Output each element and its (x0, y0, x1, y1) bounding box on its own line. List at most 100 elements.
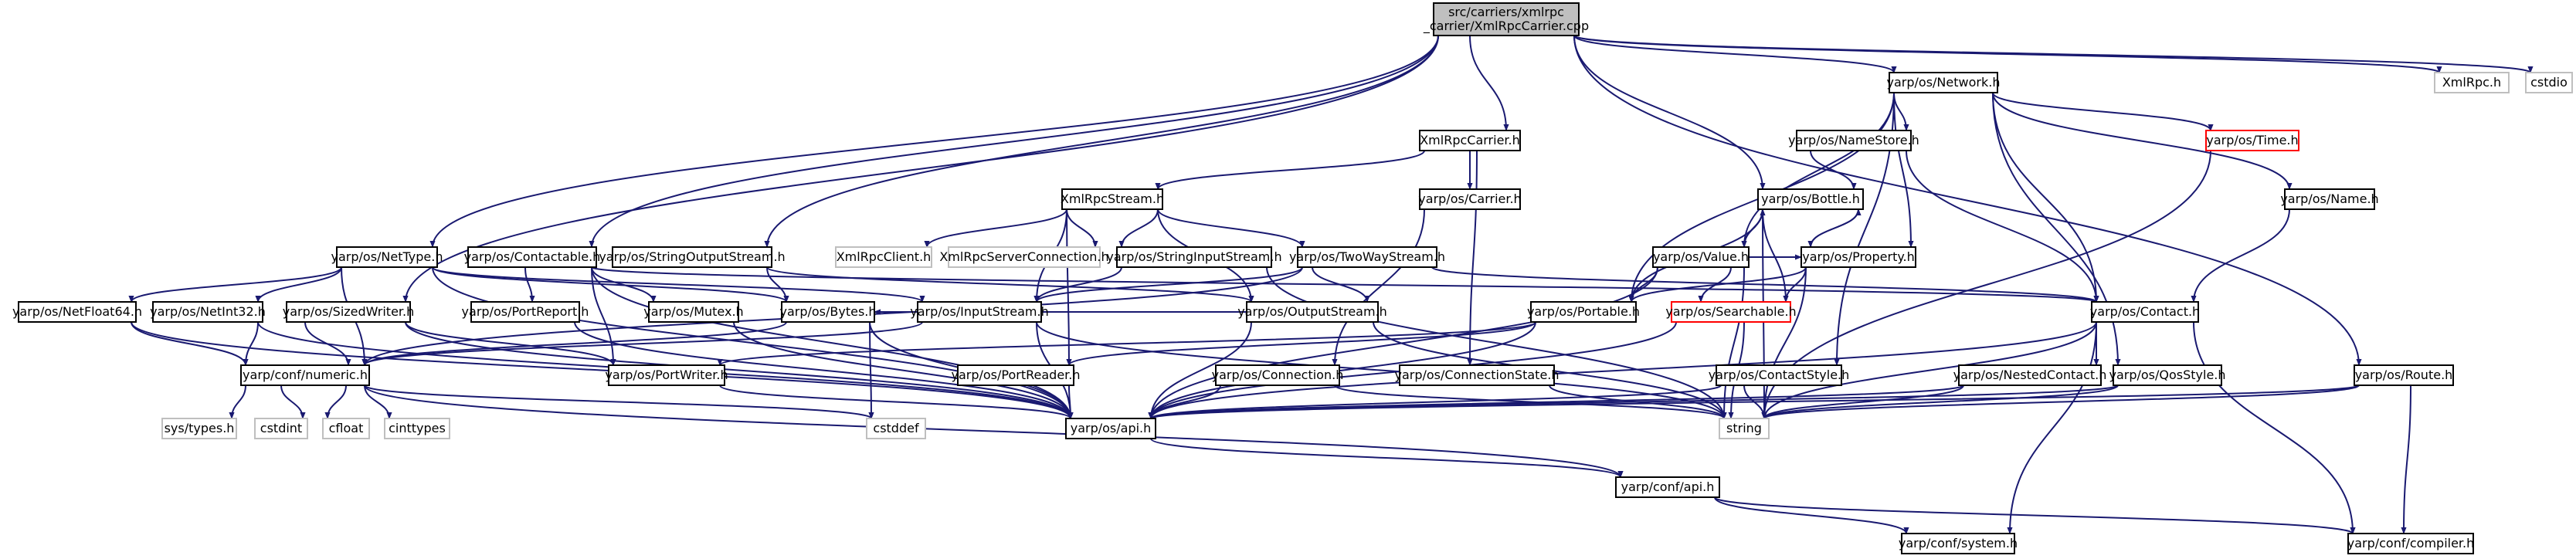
node-netint32[interactable]: yarp/os/NetInt32.h (150, 301, 266, 323)
node-cstdint: cstdint (254, 418, 308, 439)
node-portable[interactable]: yarp/os/Portable.h (1527, 301, 1640, 323)
node-box (286, 301, 411, 323)
edge-namestore-to-contact (1906, 150, 2099, 303)
node-compiler[interactable]: yarp/conf/compiler.h (2347, 533, 2475, 554)
node-time[interactable]: yarp/os/Time.h (2205, 130, 2299, 151)
node-carrier[interactable]: yarp/os/Carrier.h (1418, 188, 1522, 210)
edge-numeric-to-cinttypes (364, 385, 392, 419)
node-box (2091, 301, 2199, 323)
node-namestore[interactable]: yarp/os/NameStore.h (1788, 130, 1919, 151)
edge-root-to-xmlrpc_h (1573, 35, 2442, 73)
edge-route-to-compiler (2401, 385, 2411, 534)
node-label: yarp/os/Route.h (2355, 368, 2453, 382)
node-label: cfloat (329, 421, 364, 435)
node-root: src/carriers/xmlrpc_carrier/XmlRpcCarrie… (1423, 2, 1589, 36)
node-label: yarp/os/Searchable.h (1665, 304, 1796, 319)
node-mutex[interactable]: yarp/os/Mutex.h (643, 301, 744, 323)
node-label: XmlRpcServerConnection.h (939, 249, 1108, 264)
edge-root-to-contactable (589, 35, 1439, 248)
node-box (2434, 72, 2510, 93)
node-confapi[interactable]: yarp/conf/api.h (1615, 476, 1720, 498)
node-label: yarp/conf/compiler.h (2347, 536, 2475, 551)
node-label: yarp/os/Network.h (1887, 75, 2001, 90)
node-label: yarp/os/Contact.h (2090, 304, 2200, 319)
node-sizedwriter[interactable]: yarp/os/SizedWriter.h (283, 301, 415, 323)
node-box (2113, 364, 2222, 386)
node-route[interactable]: yarp/os/Route.h (2354, 364, 2454, 386)
edge-xmlrpcstream-to-xmlrpcserverconnection (1066, 208, 1098, 248)
node-netfloat64[interactable]: yarp/os/NetFloat64.h (12, 301, 142, 323)
node-connectionstate[interactable]: yarp/os/ConnectionState.h (1394, 364, 1560, 386)
node-cfloat: cfloat (322, 418, 370, 439)
node-network[interactable]: yarp/os/Network.h (1887, 72, 2001, 93)
node-label: cstddef (873, 421, 919, 435)
node-label: yarp/os/OutputStream.h (1237, 304, 1387, 319)
node-searchable[interactable]: yarp/os/Searchable.h (1665, 301, 1797, 323)
edge-network-to-value (1741, 92, 1895, 248)
node-box (2354, 364, 2454, 386)
node-portreport[interactable]: yarp/os/PortReport.h (462, 301, 589, 323)
node-contactable[interactable]: yarp/os/Contactable.h (464, 246, 601, 268)
node-contactstyle[interactable]: yarp/os/ContactStyle.h (1709, 364, 1850, 386)
node-nestedcontact[interactable]: yarp/os/NestedContact.h (1953, 364, 2107, 386)
node-portreader[interactable]: yarp/os/PortReader.h (951, 364, 1081, 386)
node-numeric[interactable]: yarp/conf/numeric.h (240, 364, 370, 386)
edge-stringinputstream-to-inputstream (1033, 266, 1122, 303)
node-name[interactable]: yarp/os/Name.h (2280, 188, 2379, 210)
edge-outputstream-to-api (1148, 321, 1252, 419)
node-box (152, 301, 263, 323)
node-label: yarp/os/Contactable.h (464, 249, 601, 264)
edge-contact-to-system (2007, 321, 2097, 534)
node-stringoutputstream[interactable]: yarp/os/StringOutputStream.h (599, 246, 786, 268)
node-label: cstdio (2530, 75, 2568, 90)
node-inputstream[interactable]: yarp/os/InputStream.h (910, 301, 1049, 323)
edge-bytes-to-cstddef (868, 321, 874, 419)
node-box (1757, 188, 1864, 210)
node-box (467, 246, 597, 268)
node-label: yarp/os/NestedContact.h (1953, 368, 2107, 382)
edge-network-to-contact (1992, 92, 2099, 303)
node-contact[interactable]: yarp/os/Contact.h (2090, 301, 2200, 323)
node-label: XmlRpcClient.h (837, 249, 932, 264)
edge-api-to-confapi (1150, 438, 1624, 478)
node-property[interactable]: yarp/os/Property.h (1800, 246, 1916, 268)
edge-root-to-bottle (1573, 35, 1766, 190)
node-xmlrpcstream[interactable]: XmlRpcStream.h (1061, 188, 1164, 210)
edge-contactable-to-api (591, 266, 1074, 419)
node-bottle[interactable]: yarp/os/Bottle.h (1757, 188, 1864, 210)
node-twowaystream[interactable]: yarp/os/TwoWayStream.h (1289, 246, 1445, 268)
edge-property-to-portable (1628, 266, 1807, 303)
edge-stringoutputstream-to-outputstream (766, 266, 1254, 303)
node-label: _carrier/XmlRpcCarrier.cpp (1423, 19, 1589, 34)
node-portwriter[interactable]: yarp/os/PortWriter.h (605, 364, 728, 386)
node-label: yarp/conf/api.h (1621, 479, 1715, 494)
node-value[interactable]: yarp/os/Value.h (1652, 246, 1750, 268)
node-label: yarp/os/Name.h (2280, 191, 2378, 206)
node-label: yarp/os/TwoWayStream.h (1289, 249, 1445, 264)
node-bytes[interactable]: yarp/os/Bytes.h (779, 301, 877, 323)
node-xmlrpccarrier_h[interactable]: XmlRpcCarrier.h (1419, 130, 1521, 151)
edge-network-to-name (1992, 92, 2293, 190)
node-qosstyle[interactable]: yarp/os/QosStyle.h (2109, 364, 2226, 386)
node-connection[interactable]: yarp/os/Connection.h (1212, 364, 1344, 386)
node-box (2347, 533, 2474, 554)
node-nettype[interactable]: yarp/os/NetType.h (331, 246, 443, 268)
node-label: yarp/os/Property.h (1802, 249, 1915, 264)
node-cinttypes: cinttypes (384, 418, 450, 439)
node-stringinputstream[interactable]: yarp/os/StringInputStream.h (1106, 246, 1282, 268)
node-system[interactable]: yarp/conf/system.h (1899, 533, 2018, 554)
edge-contactable-to-portreport (524, 266, 535, 303)
node-box (835, 246, 932, 268)
node-api[interactable]: yarp/os/api.h (1065, 418, 1156, 439)
node-box (1297, 246, 1437, 268)
node-string: string (1719, 418, 1770, 439)
edge-root-to-stringoutputstream (764, 35, 1439, 248)
node-label: cstdint (260, 421, 302, 435)
node-xmlrpcserverconnection: XmlRpcServerConnection.h (939, 246, 1109, 268)
node-box (1419, 130, 1521, 151)
node-outputstream[interactable]: yarp/os/OutputStream.h (1237, 301, 1387, 323)
edge-portreader-to-api (1067, 385, 1074, 419)
node-box (2525, 72, 2573, 93)
edge-contactable-to-contact (591, 266, 2099, 303)
node-label: yarp/os/NetType.h (331, 249, 443, 264)
